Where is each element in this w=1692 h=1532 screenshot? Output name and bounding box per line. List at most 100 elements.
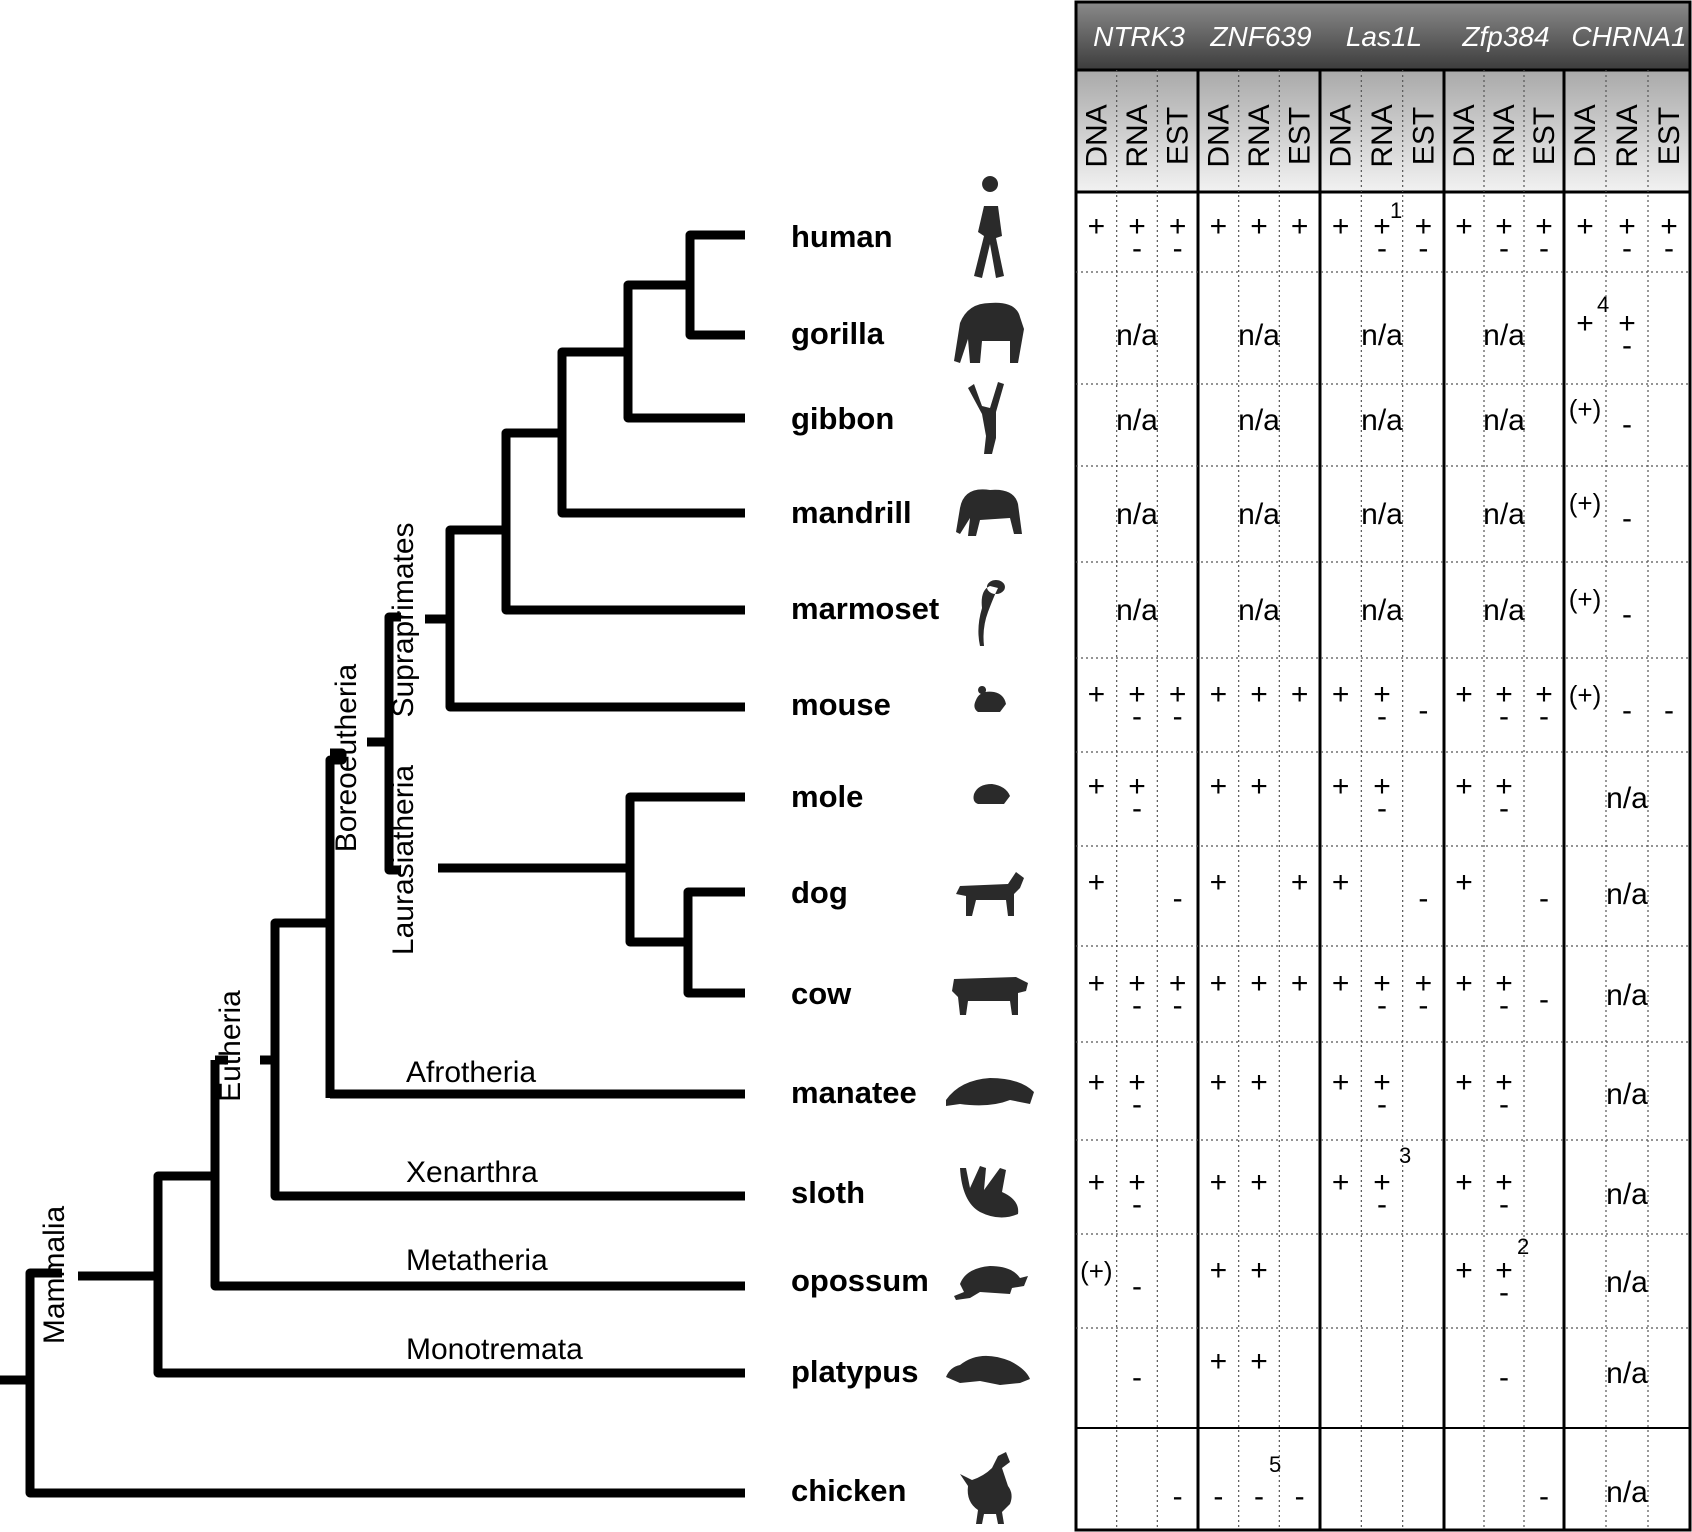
branch-human-gorilla [685,230,745,340]
branch-catarrhini-marmoset [501,428,745,615]
branch-boreoeutheria-stem [325,748,347,1098]
cell-mark-mole-ntrk3-rna: - [1132,792,1142,825]
cow-silhouette [952,977,1028,1015]
cell-mark-manatee-zfp384-rna: + [1495,1066,1513,1099]
clade-label-boreoeutheria: Boreoeutheria [330,663,363,852]
cell-mark-dog-znf639-est: + [1291,866,1309,899]
gorilla-silhouette [954,302,1024,363]
cell-mark-cow-zfp384-est: - [1539,983,1549,1016]
cell-na-opossum-chrna1: n/a [1606,1266,1648,1299]
species-label-platypus: platypus [791,1354,918,1389]
cell-na-marmoset-zfp384: n/a [1483,594,1525,627]
cell-na-gorilla-las1l: n/a [1361,319,1403,352]
cell-mark-sloth-zfp384-dna: + [1455,1166,1473,1199]
cell-na-marmoset-las1l: n/a [1361,594,1403,627]
cell-mark-cow-znf639-est: + [1291,967,1309,1000]
cell-mark-opossum-zfp384-dna: + [1455,1254,1473,1287]
cell-na-cow-chrna1: n/a [1606,979,1648,1012]
cell-mark-human-zfp384-dna: + [1455,210,1473,243]
cell-mark-human-ntrk3-est: - [1173,232,1183,265]
clade-label-monotremata: Monotremata [406,1333,583,1366]
cell-mark-manatee-znf639-dna: + [1210,1066,1228,1099]
cell-mark-sloth-ntrk3-dna: + [1088,1166,1106,1199]
species-label-dog: dog [791,875,848,910]
manatee-silhouette [946,1078,1034,1106]
platypus-silhouette [946,1355,1030,1385]
gene-header-znf639: ZNF639 [1209,21,1311,52]
cell-mark-human-las1l-dna: + [1332,210,1350,243]
cell-mark-mouse-ntrk3-rna: - [1132,700,1142,733]
cell-mark-human-chrna1-est: + [1660,210,1678,243]
cell-mark-human-las1l-est: + [1415,210,1433,243]
cell-mark-human-zfp384-rna: - [1499,232,1509,265]
cell-na-marmoset-znf639: n/a [1238,594,1280,627]
cell-mark-sloth-ntrk3-rna: + [1128,1166,1146,1199]
cell-mark-chicken-zfp384-est: - [1539,1480,1549,1513]
cell-na-dog-chrna1: n/a [1606,878,1648,911]
species-label-mole: mole [791,779,863,814]
cell-mark-mouse-zfp384-rna: - [1499,700,1509,733]
species-label-gibbon: gibbon [791,401,894,436]
branch-apes-mandrill [557,347,745,518]
cell-mark-platypus-ntrk3-rna: - [1132,1361,1142,1394]
evidence-header-dna: DNA [1569,104,1602,167]
cell-mark-mouse-znf639-est: + [1291,678,1309,711]
cell-mark-human-chrna1-dna: + [1576,210,1594,243]
species-label-human: human [791,219,893,254]
clade-label-mammalia: Mammalia [38,1206,71,1345]
cell-mark-opossum-zfp384-rna: + [1495,1254,1513,1287]
cell-mark-mole-zfp384-rna: - [1499,792,1509,825]
cell-mark-mouse-zfp384-est: + [1535,678,1553,711]
evidence-header-est: EST [1407,107,1440,165]
cell-mark-human-znf639-est: + [1291,210,1309,243]
cell-mark-cow-zfp384-rna: - [1499,989,1509,1022]
gene-header-las1l: Las1L [1346,21,1422,52]
cell-mark-dog-las1l-dna: + [1332,866,1350,899]
cell-mark-dog-zfp384-est: - [1539,882,1549,915]
cell-mark-human-ntrk3-dna: + [1088,210,1106,243]
cell-mark-sloth-las1l-dna: + [1332,1166,1350,1199]
cell-mark-mouse-ntrk3-rna: + [1128,678,1146,711]
species-label-mouse: mouse [791,687,891,722]
clade-label-eutheria: Eutheria [214,990,247,1102]
species-label-opossum: opossum [791,1263,929,1298]
cell-mark-opossum-ntrk3-dna: (+) [1080,1256,1113,1286]
clade-label-laurasiatheria: Laurasiatheria [387,765,420,955]
cell-mark-human-zfp384-est: - [1539,232,1549,265]
cell-mark-gibbon-chrna1-rna: - [1622,408,1632,441]
cell-mark-mole-znf639-rna: + [1250,770,1268,803]
cell-mark-opossum-zfp384-rna: - [1499,1276,1509,1309]
mole-silhouette [973,784,1010,804]
cell-mark-gibbon-chrna1-dna: (+) [1569,394,1602,424]
cell-mark-cow-las1l-est: - [1418,989,1428,1022]
mandrill-silhouette [956,489,1022,536]
cell-na-gorilla-zfp384: n/a [1483,319,1525,352]
cell-na-gibbon-las1l: n/a [1361,404,1403,437]
cell-mark-manatee-las1l-rna: - [1377,1088,1387,1121]
cell-mark-dog-znf639-dna: + [1210,866,1228,899]
cell-mark-mole-ntrk3-rna: + [1128,770,1146,803]
species-label-sloth: sloth [791,1175,865,1210]
dog-silhouette [956,872,1024,916]
cell-mark-sloth-las1l-rna: - [1377,1188,1387,1221]
clade-label-supraprimates: Supraprimates [387,522,420,717]
gene-header-chrna1: CHRNA1 [1571,21,1686,52]
cell-mark-mouse-chrna1-est: - [1664,694,1674,727]
cell-na-mandrill-ntrk3: n/a [1116,498,1158,531]
cell-mark-gorilla-chrna1-rna: - [1622,329,1632,362]
cell-mark-mouse-chrna1-rna: - [1622,694,1632,727]
chicken-silhouette [960,1452,1012,1524]
cell-mark-cow-ntrk3-est: - [1173,989,1183,1022]
cell-mark-chicken-ntrk3-est: - [1173,1480,1183,1513]
cell-mark-opossum-znf639-rna: + [1250,1254,1268,1287]
cell-na-gorilla-ntrk3: n/a [1116,319,1158,352]
cell-na-gibbon-ntrk3: n/a [1116,404,1158,437]
cell-mark-chicken-znf639-dna: - [1213,1480,1223,1513]
species-label-marmoset: marmoset [791,591,939,626]
cell-mark-platypus-zfp384-rna: - [1499,1361,1509,1394]
cell-mark-human-las1l-est: - [1418,232,1428,265]
footnote-human-las1l-rna: 1 [1390,198,1402,223]
cell-mark-mole-zfp384-rna: + [1495,770,1513,803]
cell-mark-mouse-las1l-dna: + [1332,678,1350,711]
